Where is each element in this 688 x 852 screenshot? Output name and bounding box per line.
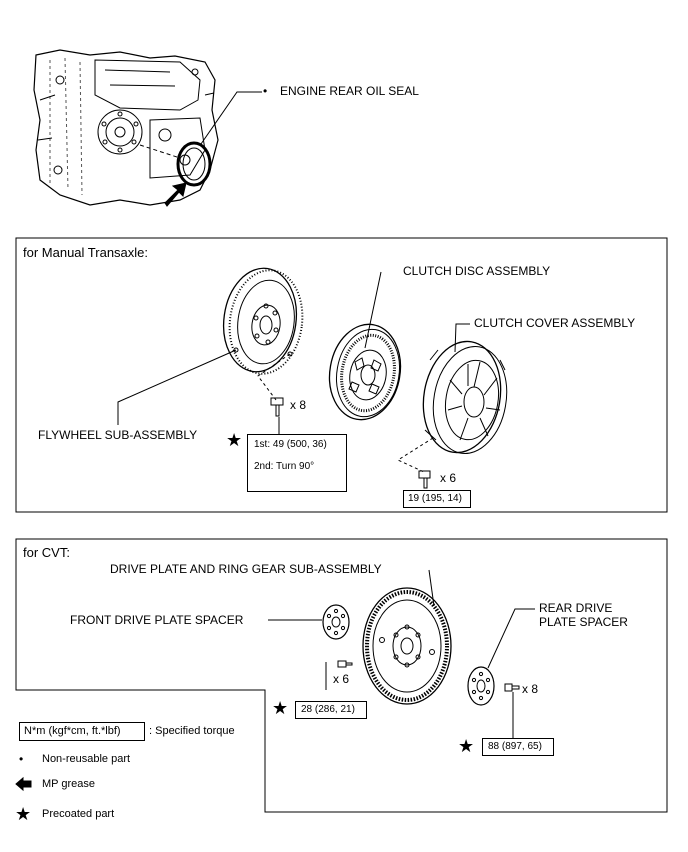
cvt-front-torque-value: 28 (286, 21) [301,704,355,715]
legend-precoated: Precoated part [42,808,115,820]
oil-seal-ring [176,141,212,187]
cvt-rear-torque-box: 88 (897, 65) [482,738,554,756]
mp-grease-arrow-legend [15,776,32,792]
oil-seal-label: ENGINE REAR OIL SEAL [280,84,419,98]
cvt-rear-torque-value: 88 (897, 65) [488,741,542,752]
engine-block-illustration [33,49,219,206]
flywheel-torque-2nd: 2nd: Turn 90° [254,461,315,472]
cover-torque-value: 19 (195, 14) [408,493,462,504]
front-spacer-label: FRONT DRIVE PLATE SPACER [70,613,244,627]
flywheel-torque-box: 1st: 49 (500, 36) 2nd: Turn 90° [247,434,347,492]
drive-plate-illustration [362,587,452,705]
drive-plate-label: DRIVE PLATE AND RING GEAR SUB-ASSEMBLY [110,562,382,576]
clutch-cover-illustration [422,340,508,455]
cvt-front-bolt-count: x 6 [333,672,350,686]
cvt-front-bolt [337,660,353,668]
star-icon: ★ [15,804,32,824]
cvt-rear-bolt-count: x 8 [522,682,539,696]
mp-grease-arrow-top [164,182,187,207]
star-icon: ★ [226,430,243,450]
flywheel-bolt-count: x 8 [290,398,307,412]
cvt-panel-title: for CVT: [23,545,70,560]
legend-torque-unit: N*m (kgf*cm, ft.*lbf) [24,725,121,737]
legend-non-reusable: Non-reusable part [42,753,131,765]
rear-spacer-label-line2: PLATE SPACER [539,615,628,629]
clutch-cover-label: CLUTCH COVER ASSEMBLY [474,316,636,330]
rear-spacer-illustration [467,666,495,706]
oil-seal-marker: • [263,84,268,98]
clutch-disc-label: CLUTCH DISC ASSEMBLY [403,264,551,278]
manual-panel-frame [15,237,668,513]
clutch-cover-bolt [418,470,431,489]
cover-torque-box: 19 (195, 14) [403,490,471,508]
flywheel-torque-1st: 1st: 49 (500, 36) [254,439,327,450]
flywheel-bolt [270,397,284,417]
manual-panel-title: for Manual Transaxle: [23,245,149,260]
legend-mp-grease: MP grease [42,778,95,790]
front-spacer-illustration [322,604,350,640]
flywheel-illustration [222,267,304,375]
star-icon: ★ [458,736,475,756]
cover-bolt-count: x 6 [440,471,457,485]
clutch-disc-illustration [328,323,402,421]
cvt-panel-frame [15,538,668,813]
rear-spacer-label-line1: REAR DRIVE [539,601,613,615]
star-icon: ★ [272,698,289,718]
flywheel-label: FLYWHEEL SUB-ASSEMBLY [38,428,198,442]
cvt-front-torque-box: 28 (286, 21) [295,701,367,719]
legend-torque-box: N*m (kgf*cm, ft.*lbf) [19,722,145,741]
legend-torque-desc: : Specified torque [149,725,235,737]
dot-icon: • [19,752,24,766]
cvt-rear-bolt [504,683,520,692]
